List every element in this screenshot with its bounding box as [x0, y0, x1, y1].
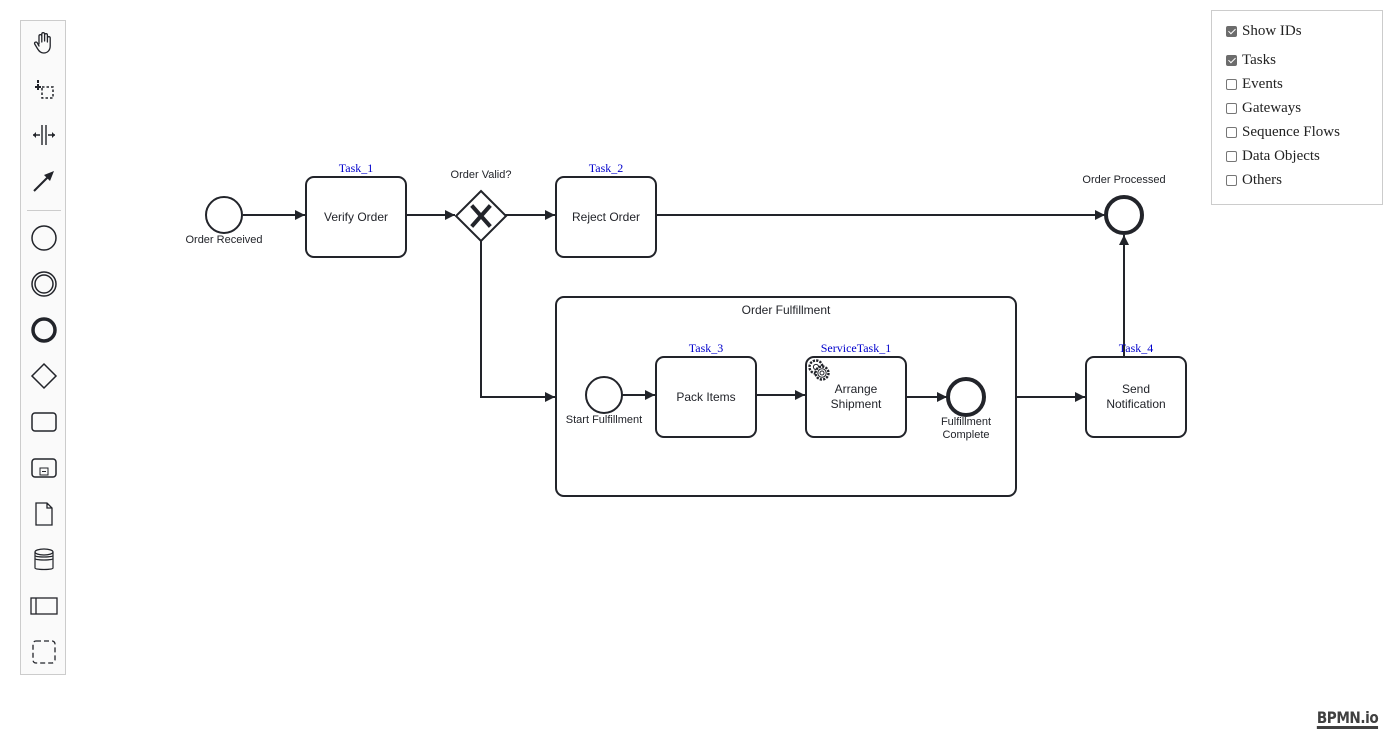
checkbox-indicator[interactable] — [1226, 25, 1237, 37]
sequence-flows — [243, 210, 1129, 402]
task-2-id: Task_2 — [589, 161, 624, 175]
subprocess-icon[interactable] — [27, 451, 61, 485]
data-object-icon[interactable] — [27, 497, 61, 531]
checkbox-indicator[interactable] — [1226, 102, 1237, 114]
option-label: Show IDs — [1242, 22, 1302, 39]
start-event-order-received[interactable] — [205, 196, 243, 234]
data-objects-checkbox[interactable]: Data Objects — [1226, 146, 1320, 166]
start-event-icon[interactable] — [27, 221, 61, 255]
checkbox-indicator[interactable] — [1226, 78, 1237, 90]
sub-end-event[interactable] — [946, 377, 986, 417]
service-task-arrange-shipment[interactable] — [805, 356, 907, 438]
option-label: Others — [1242, 171, 1282, 188]
sub-end-label-line1: Fulfillment — [941, 416, 991, 428]
data-store-icon[interactable] — [27, 543, 61, 577]
others-checkbox[interactable]: Others — [1226, 170, 1282, 190]
sub-start-label: Start Fulfillment — [566, 414, 642, 426]
option-label: Data Objects — [1242, 147, 1320, 164]
service-task-id: ServiceTask_1 — [821, 341, 891, 355]
hand-tool-icon[interactable] — [27, 26, 61, 60]
subprocess-label: Order Fulfillment — [742, 303, 831, 317]
filter-panel: Show IDs Tasks Events Gateways Sequence … — [1211, 10, 1383, 205]
participant-icon[interactable] — [27, 589, 61, 623]
checkbox-indicator[interactable] — [1226, 150, 1237, 162]
task-icon[interactable] — [27, 405, 61, 439]
task-3-label: Pack Items — [676, 390, 735, 404]
subprocess-order-fulfillment[interactable] — [555, 296, 1017, 497]
tool-palette — [20, 20, 66, 675]
task-4-label-line1: Send — [1122, 382, 1150, 396]
gateways-checkbox[interactable]: Gateways — [1226, 98, 1301, 118]
option-label: Tasks — [1242, 51, 1276, 68]
connect-tool-icon[interactable] — [27, 164, 61, 198]
lasso-tool-icon[interactable] — [27, 72, 61, 106]
gateway-x-marker — [470, 204, 492, 228]
events-checkbox[interactable]: Events — [1226, 74, 1283, 94]
sub-start-event[interactable] — [585, 376, 623, 414]
start-event-label: Order Received — [185, 234, 262, 246]
gear-icon — [808, 359, 830, 381]
service-task-label-line2: Shipment — [831, 397, 882, 411]
task-4-id: Task_4 — [1119, 341, 1154, 355]
sub-end-label-line2: Complete — [942, 429, 989, 441]
gateway-label: Order Valid? — [451, 169, 512, 181]
tasks-checkbox[interactable]: Tasks — [1226, 50, 1276, 70]
task-1-label: Verify Order — [324, 210, 388, 224]
sequence-flows-checkbox[interactable]: Sequence Flows — [1226, 122, 1340, 142]
end-event-order-processed[interactable] — [1104, 195, 1144, 235]
end-event-icon[interactable] — [27, 313, 61, 347]
task-reject-order[interactable] — [555, 176, 657, 258]
task-2-label: Reject Order — [572, 210, 640, 224]
task-pack-items[interactable] — [655, 356, 757, 438]
task-1-id: Task_1 — [339, 161, 374, 175]
space-tool-icon[interactable] — [27, 118, 61, 152]
service-task-label-line1: Arrange — [835, 382, 878, 396]
option-label: Events — [1242, 75, 1283, 92]
checkbox-indicator[interactable] — [1226, 54, 1237, 66]
task-3-id: Task_3 — [689, 341, 724, 355]
option-label: Gateways — [1242, 99, 1302, 116]
checkbox-indicator[interactable] — [1226, 126, 1237, 138]
option-label: Sequence Flows — [1242, 123, 1340, 140]
intermediate-event-icon[interactable] — [27, 267, 61, 301]
task-verify-order[interactable] — [305, 176, 407, 258]
task-send-notification[interactable] — [1085, 356, 1187, 438]
gateway-icon[interactable] — [27, 359, 61, 393]
show-ids-checkbox[interactable]: Show IDs — [1226, 21, 1302, 41]
bpmn-io-logo[interactable]: BPMN.io — [1316, 708, 1378, 729]
checkbox-indicator[interactable] — [1226, 174, 1237, 186]
end-event-label: Order Processed — [1082, 174, 1165, 186]
task-4-label-line2: Notification — [1106, 397, 1165, 411]
palette-separator — [27, 210, 61, 211]
flow-gateway-to-fulfillment[interactable] — [480, 240, 555, 402]
group-icon[interactable] — [27, 635, 61, 669]
